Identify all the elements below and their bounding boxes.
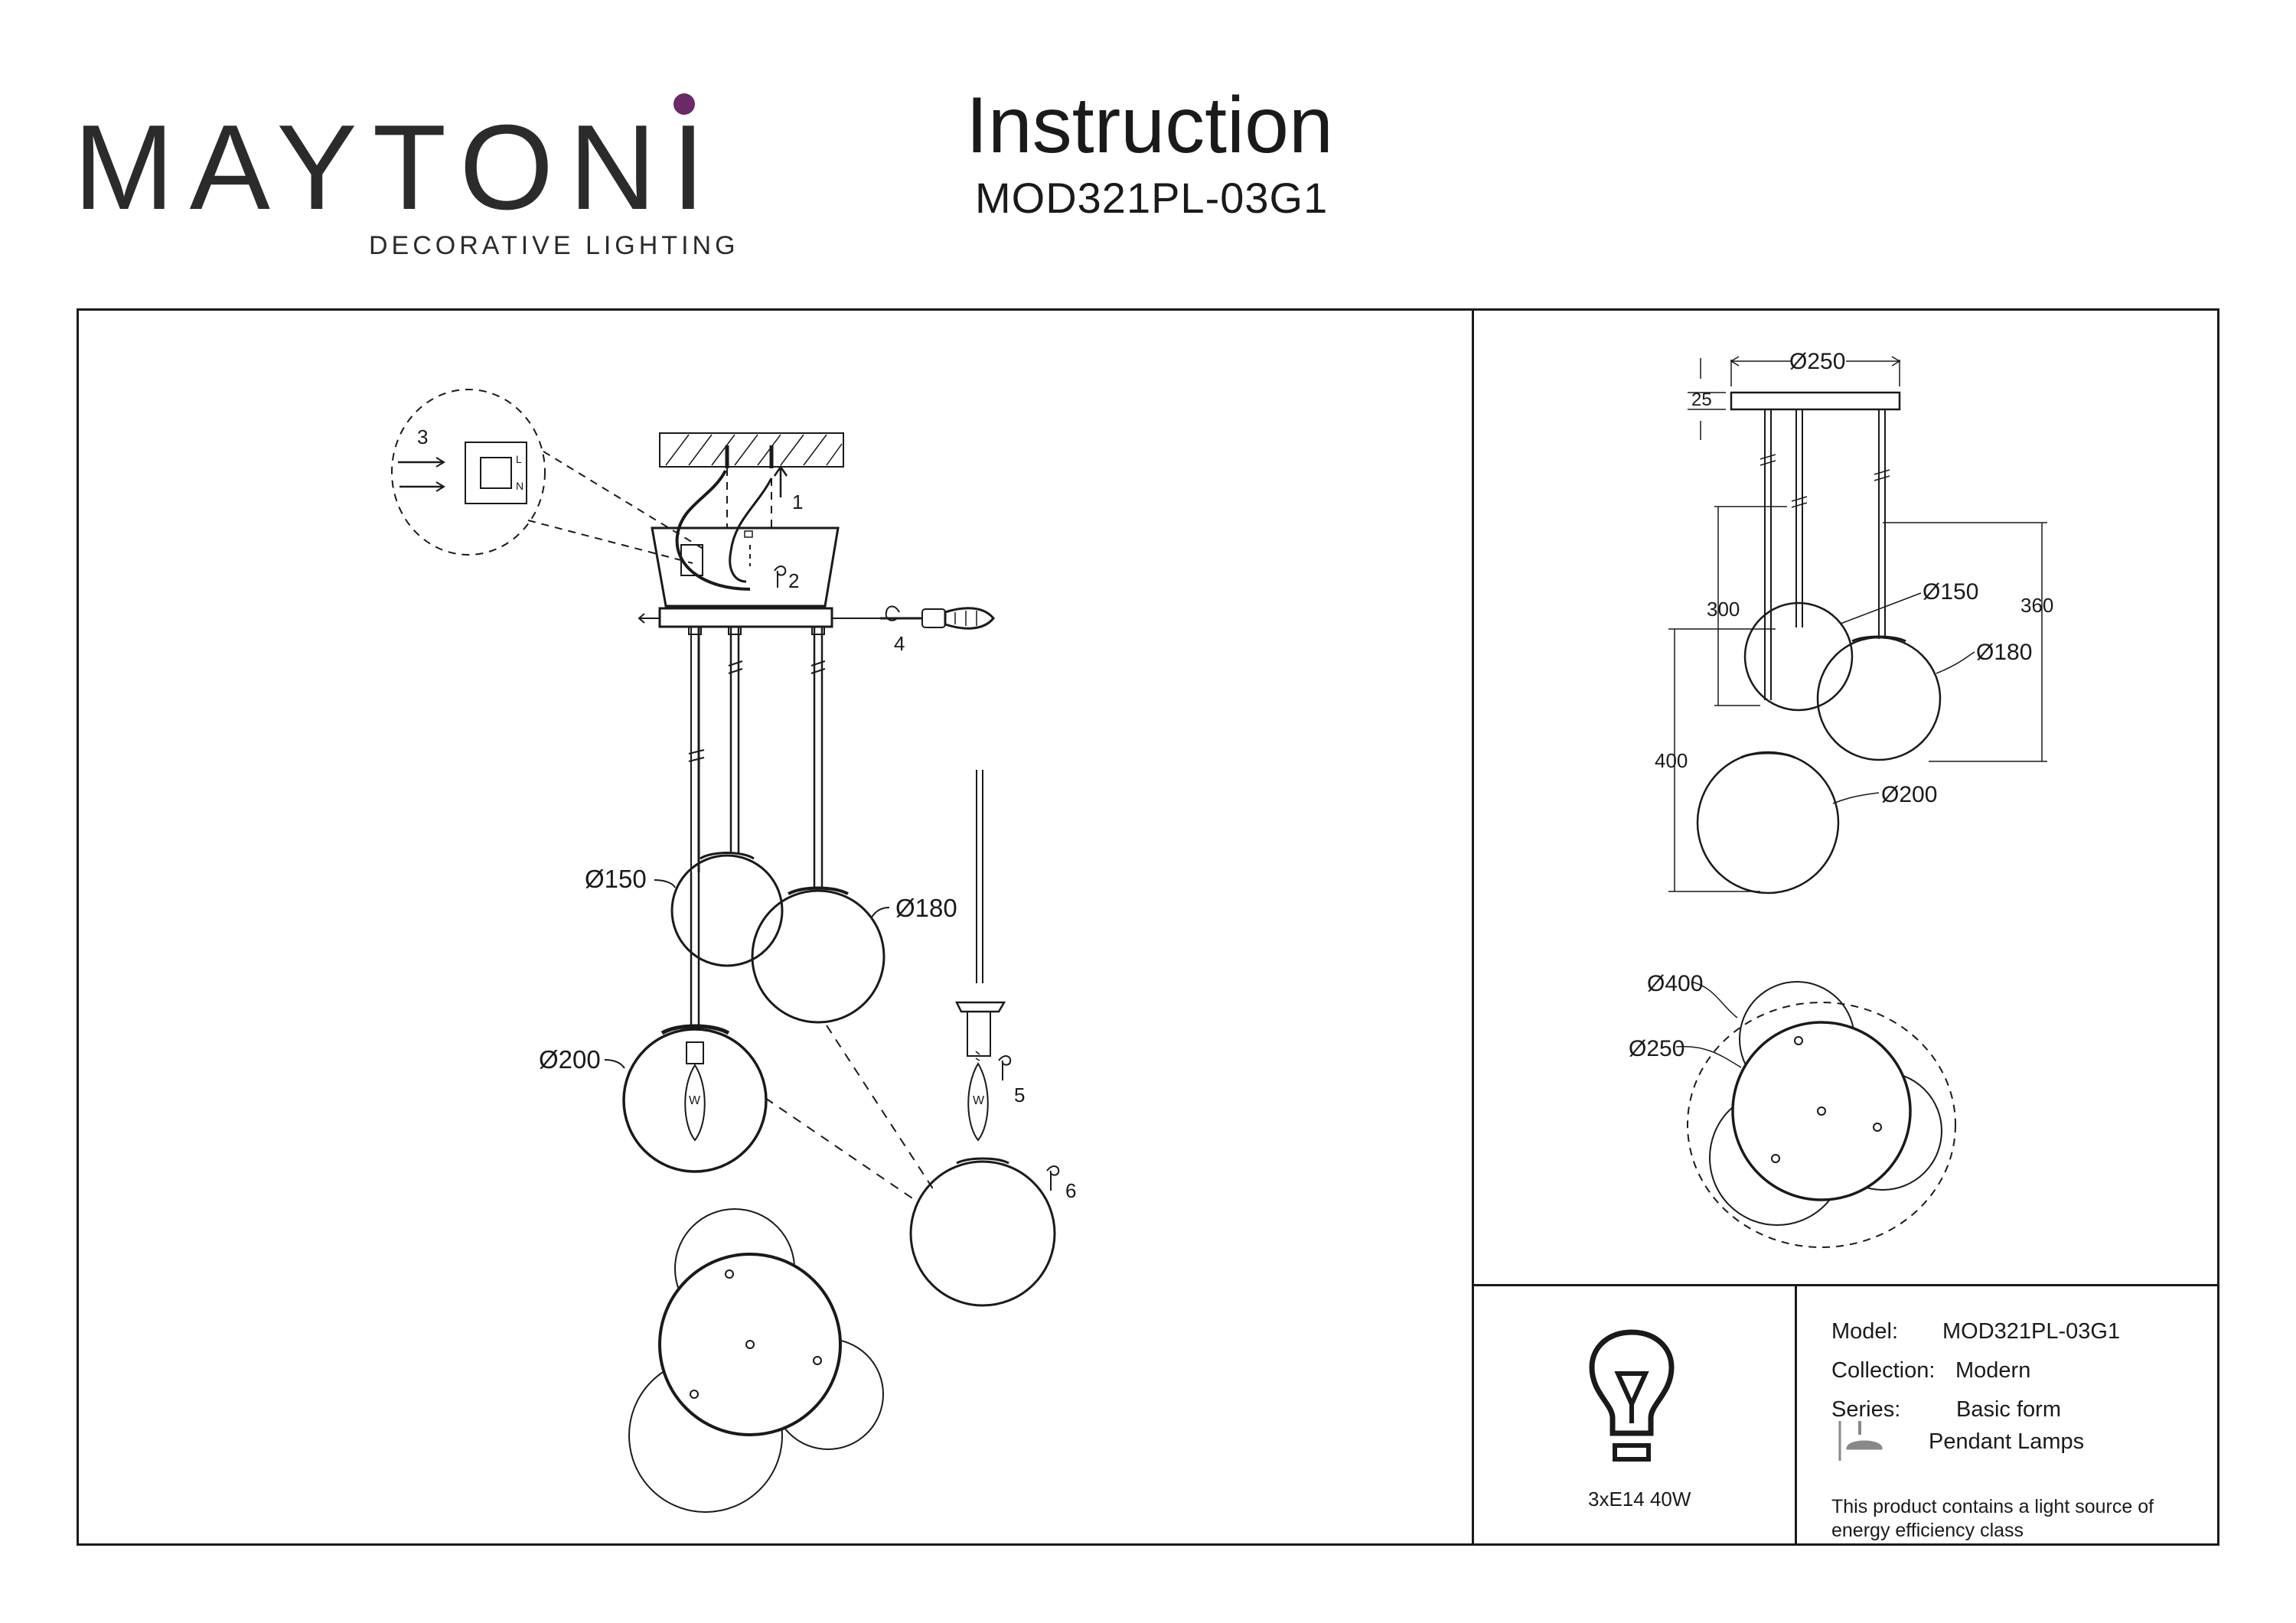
step-label-3: 3 bbox=[417, 425, 428, 448]
series-label: Series: bbox=[1831, 1397, 1901, 1422]
step-label-2: 2 bbox=[788, 569, 799, 592]
collection-value: Modern bbox=[1955, 1358, 2031, 1383]
model-label: Model: bbox=[1831, 1319, 1899, 1344]
brand-tagline: DECORATIVE LIGHTING bbox=[369, 231, 739, 260]
shade-180-label: Ø180 bbox=[895, 894, 957, 922]
page-title: Instruction bbox=[966, 81, 1333, 170]
specs-panel bbox=[1795, 1284, 2219, 1546]
brand-name: MAYTONI bbox=[73, 100, 721, 235]
lamp-spec: 3xE14 40W bbox=[1588, 1488, 1691, 1511]
step-label-6: 6 bbox=[1065, 1179, 1076, 1202]
model-value: MOD321PL-03G1 bbox=[1942, 1319, 2121, 1344]
ceiling-slab bbox=[659, 432, 844, 468]
pendant-lamp-icon bbox=[1838, 1421, 1883, 1461]
bulb-mark-2: W bbox=[973, 1094, 985, 1107]
bulb-icon bbox=[1589, 1329, 1675, 1462]
logo-dot-icon bbox=[673, 93, 695, 115]
shade-150-label: Ø150 bbox=[585, 865, 647, 893]
series-value: Basic form bbox=[1956, 1397, 2061, 1422]
step-label-5: 5 bbox=[1014, 1084, 1025, 1106]
shade-200-label: Ø200 bbox=[539, 1045, 601, 1074]
step-label-1: 1 bbox=[792, 490, 803, 513]
type-value: Pendant Lamps bbox=[1929, 1429, 2085, 1454]
model-heading: MOD321PL-03G1 bbox=[975, 174, 1329, 222]
collection-label: Collection: bbox=[1831, 1358, 1936, 1383]
step-label-4: 4 bbox=[894, 632, 905, 655]
bulb-mark-1: W bbox=[689, 1094, 701, 1107]
energy-note-line1: This product contains a light source of bbox=[1831, 1496, 2154, 1517]
terminal-mark-n: N bbox=[516, 480, 523, 492]
terminal-mark-l: L bbox=[516, 453, 522, 465]
energy-note-line2: energy efficiency class bbox=[1831, 1520, 2024, 1541]
